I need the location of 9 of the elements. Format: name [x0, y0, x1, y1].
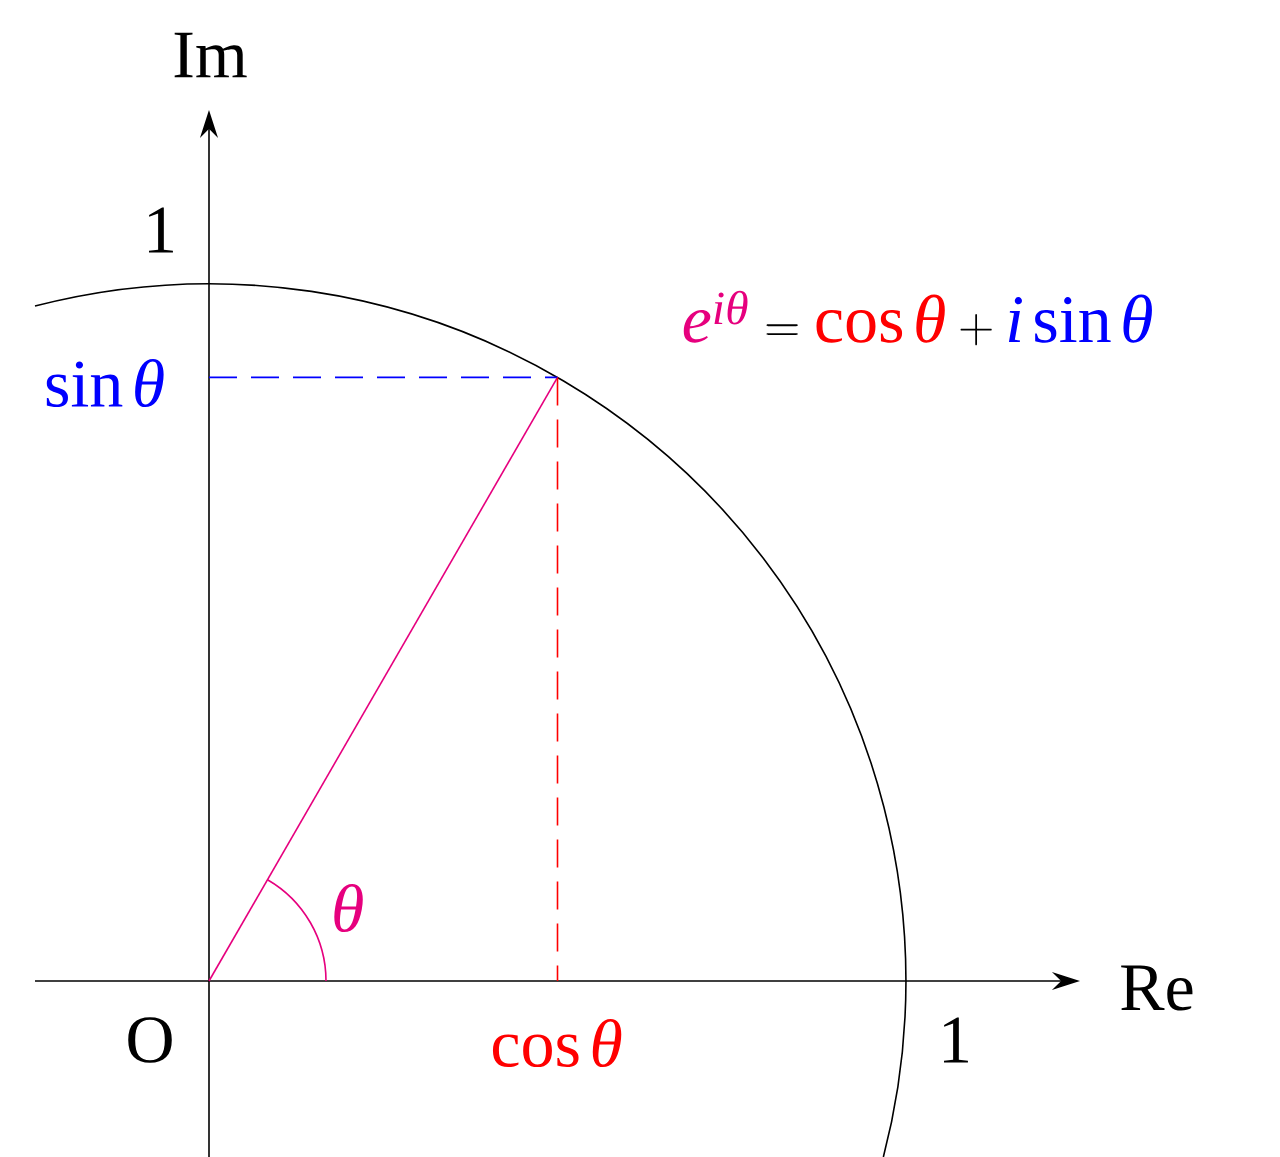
angle-label: ${\color{magenta}\theta}$ — [334, 883, 363, 933]
axis-label: $\mathrm{Re}$ — [1121, 965, 1193, 1011]
axis-value-label: ${\color{blue}\sin\theta}$ — [46, 358, 164, 408]
formula: ${\color{magenta}e^{i\theta}} = {\color{red}\cos\theta} + {\color{blue}i\sin\theta}$ — [683, 290, 1152, 346]
origin-label: $\mathrm{O}$ — [128, 1017, 172, 1063]
axis-value-label: ${\color{red}\cos\theta}$ — [492, 1018, 622, 1068]
tick-label: $1$ — [149, 207, 173, 253]
tick-label: $1$ — [944, 1017, 968, 1063]
axis-label: $\mathrm{Im}$ — [174, 32, 247, 78]
